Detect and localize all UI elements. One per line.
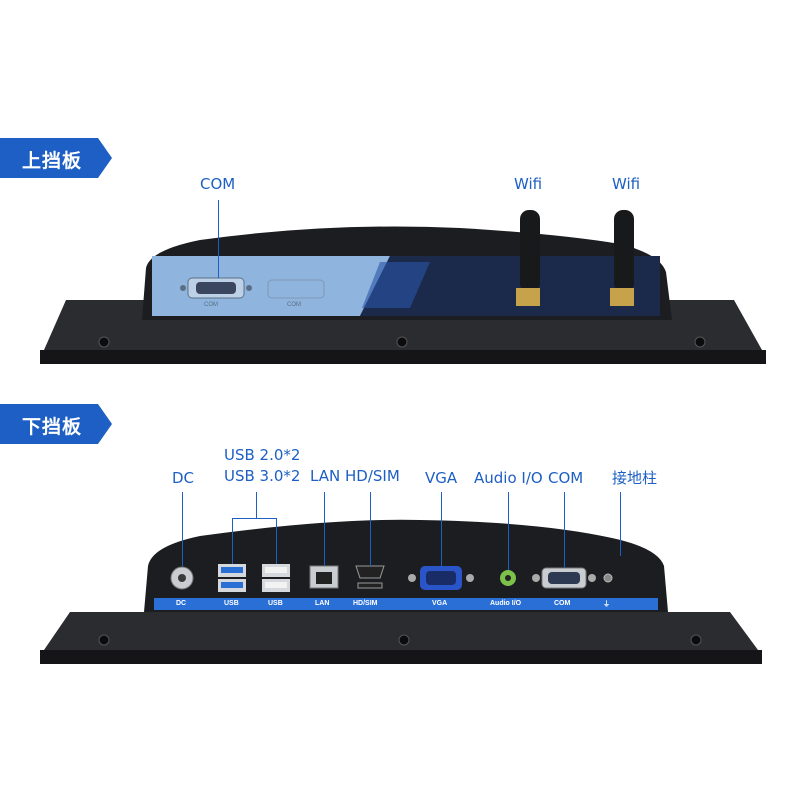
bottom-panel-banner: 下挡板 — [0, 404, 112, 444]
callout-com-top: COM — [200, 175, 236, 193]
callout-line — [256, 492, 257, 518]
screw-icon — [98, 336, 110, 348]
banner-arrow-shape — [0, 138, 112, 178]
com-blank-icon — [267, 279, 325, 299]
callout-lan: LAN — [310, 467, 341, 485]
screw-icon — [398, 634, 410, 646]
callout-line — [182, 492, 183, 566]
callout-line — [441, 492, 442, 566]
vga-port-icon — [408, 566, 474, 590]
callout-usb-line2: USB 3.0*2 — [224, 467, 301, 485]
callout-line — [218, 200, 219, 278]
strip-label-com: COM — [554, 600, 571, 607]
lan-port-icon — [309, 565, 339, 589]
callout-wifi-left: Wifi — [514, 175, 543, 193]
callout-line — [508, 492, 509, 570]
banner-arrow-shape — [0, 404, 112, 444]
top-bezel — [40, 300, 766, 364]
strip-label-audio: Audio I/O — [490, 600, 522, 607]
com-port-icon — [187, 277, 245, 299]
strip-label-usb-b: USB — [268, 600, 283, 607]
screw-icon — [690, 634, 702, 646]
callout-wifi-right: Wifi — [612, 175, 641, 193]
bottom-panel-title: 下挡板 — [22, 416, 83, 438]
strip-label-dc: DC — [176, 600, 187, 607]
strip-label-lan: LAN — [315, 600, 330, 607]
callout-line — [370, 492, 371, 566]
callout-line — [620, 492, 621, 556]
bottom-bezel — [40, 612, 762, 664]
callout-line — [232, 518, 233, 564]
top-port-plate-light — [152, 256, 390, 316]
wifi-antenna-left-icon — [516, 210, 540, 306]
callout-usb-line1: USB 2.0*2 — [224, 446, 301, 464]
callout-com: COM — [548, 469, 584, 487]
com-port-icon — [532, 567, 596, 589]
strip-label-ground: ⏚ — [603, 601, 610, 608]
audio-jack-icon — [500, 570, 516, 586]
strip-label-hdsim: HD/SIM — [353, 600, 378, 607]
hdmi-port-icon — [355, 565, 385, 579]
screw-icon — [694, 336, 706, 348]
plate-label-com-b: COM — [287, 302, 301, 308]
callout-dc: DC — [172, 469, 195, 487]
callout-audio: Audio I/O — [474, 469, 543, 487]
top-port-plate-dark — [360, 256, 660, 316]
top-panel-title: 上挡板 — [22, 150, 83, 172]
callout-line — [276, 518, 277, 564]
dc-jack-icon — [170, 566, 194, 590]
strip-label-usb-a: USB — [224, 600, 239, 607]
callout-ground: 接地柱 — [612, 469, 658, 487]
top-panel-banner: 上挡板 — [0, 138, 112, 178]
screw-icon — [98, 634, 110, 646]
callout-bracket — [232, 518, 277, 519]
callout-vga: VGA — [425, 469, 458, 487]
callout-line — [564, 492, 565, 568]
wifi-antenna-right-icon — [610, 210, 634, 306]
strip-label-vga: VGA — [432, 600, 448, 607]
screw-icon — [396, 336, 408, 348]
sim-slot-icon — [357, 582, 383, 589]
bottom-rear-housing — [144, 519, 668, 612]
usb3-ports-icon — [218, 564, 246, 592]
usb2-ports-icon — [262, 564, 290, 592]
callout-hdsim: HD/SIM — [345, 467, 400, 485]
top-rear-housing — [142, 226, 672, 320]
plate-label-com-a: COM — [204, 302, 218, 308]
ground-post-icon — [603, 573, 613, 583]
callout-line — [324, 492, 325, 566]
